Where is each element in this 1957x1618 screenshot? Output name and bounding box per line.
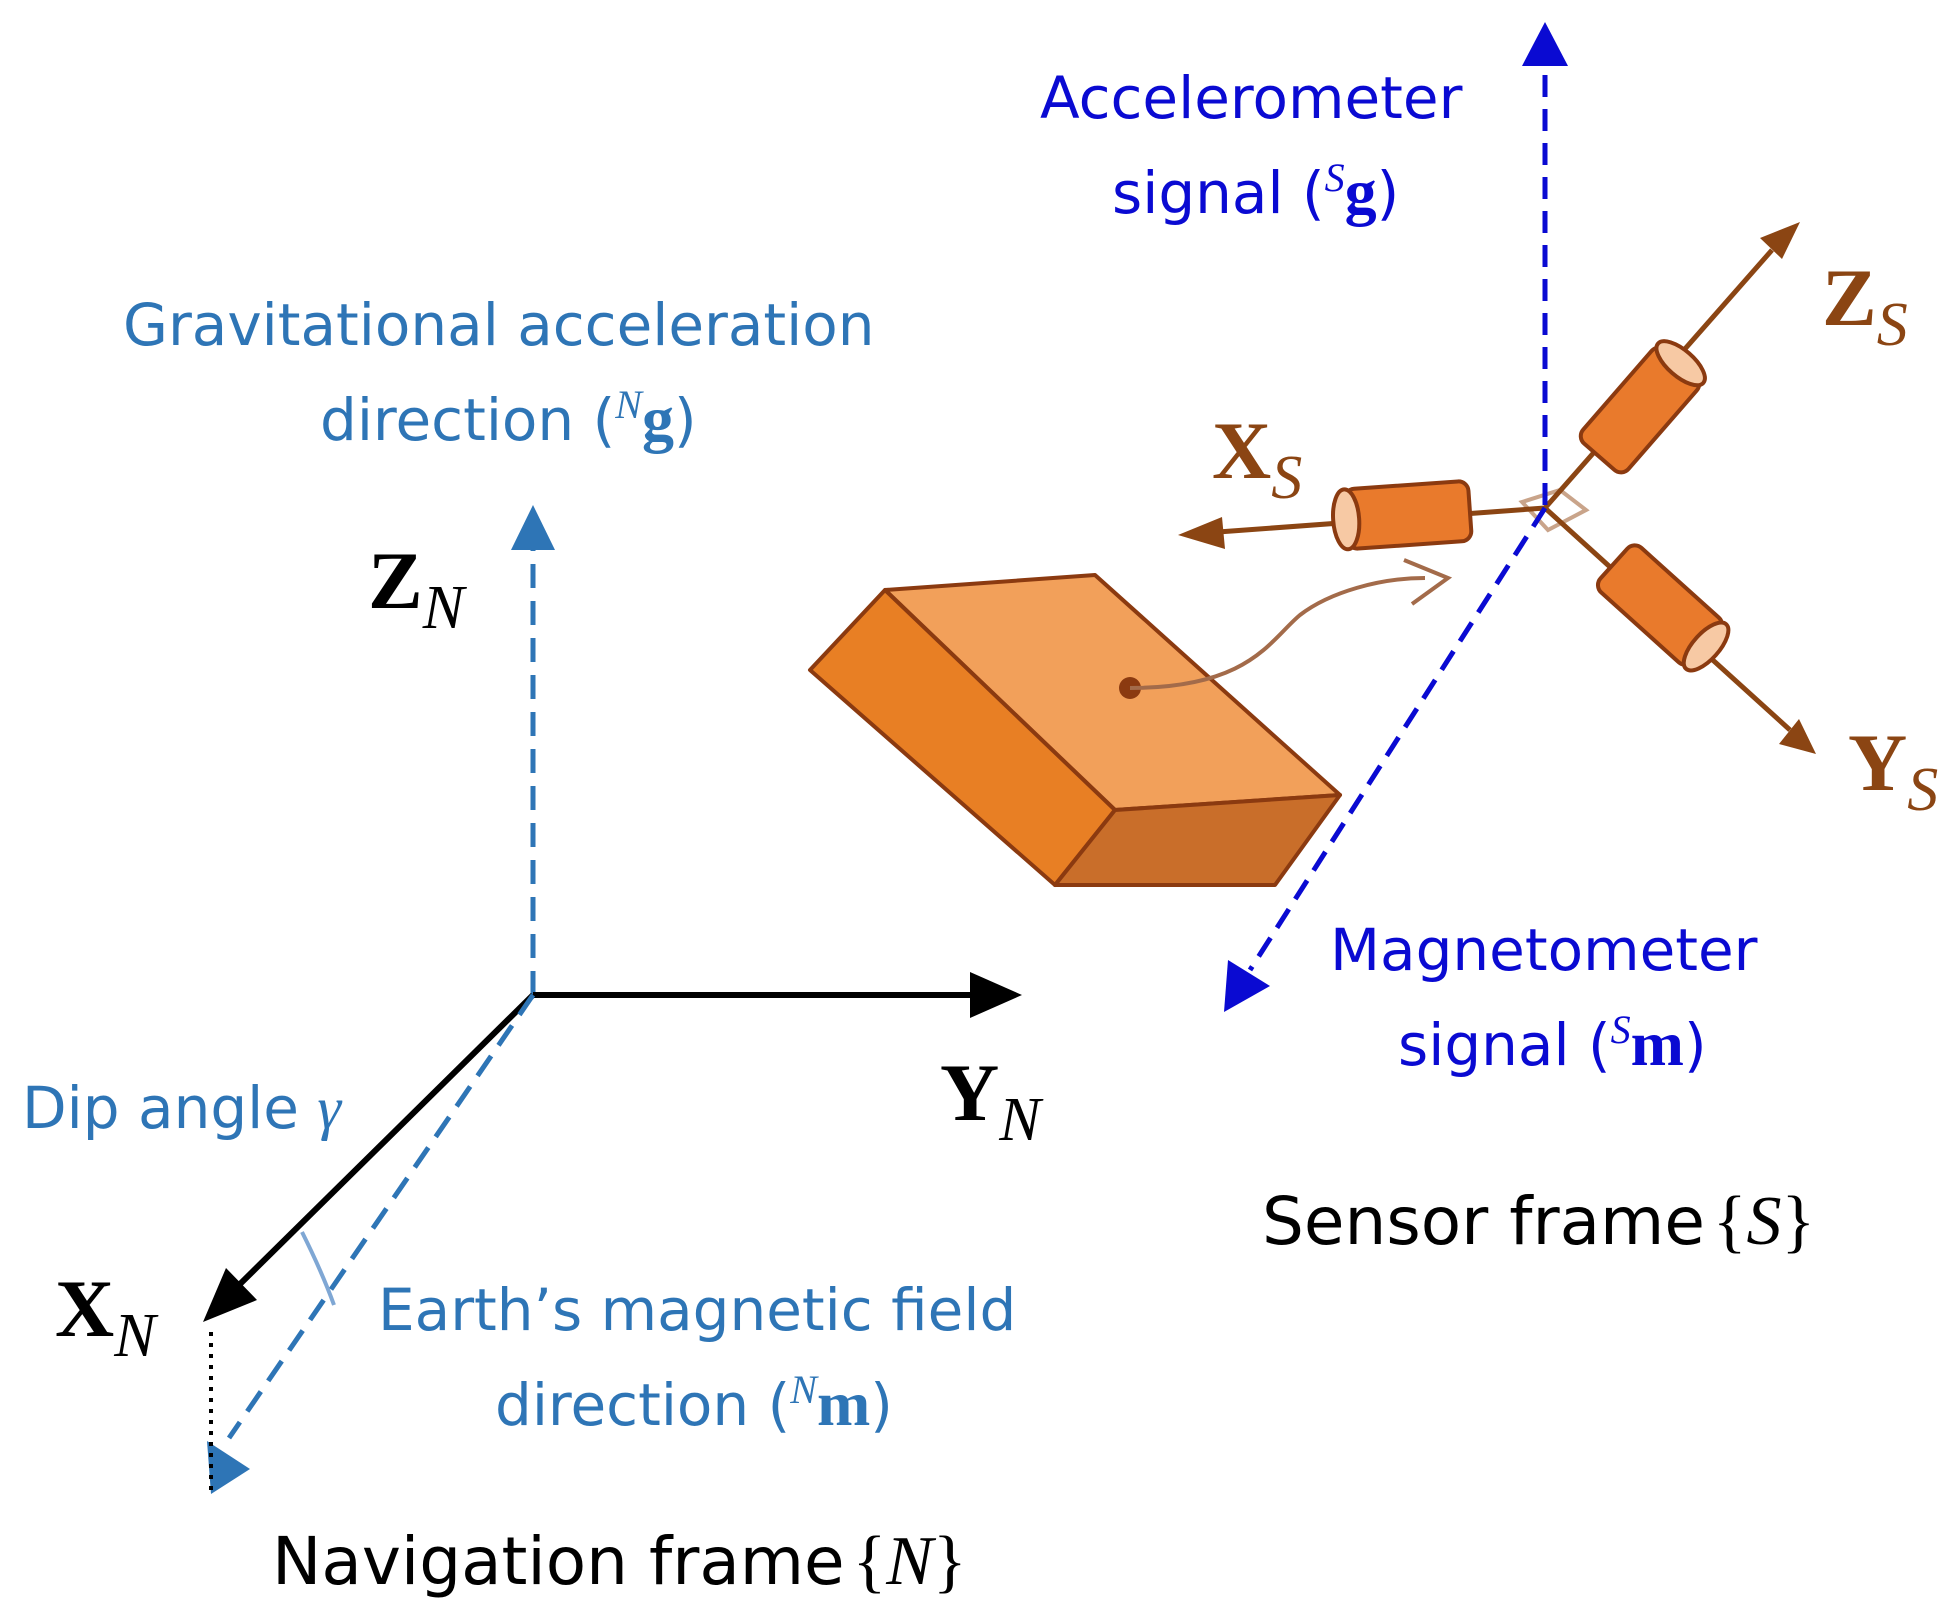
accel-label-line1: Accelerometer	[1040, 64, 1463, 132]
sensor-z-arrowhead	[1760, 222, 1800, 259]
nav-frame-label: Navigation frame{N}	[272, 1523, 967, 1600]
nav-gravity-arrowhead	[511, 505, 555, 550]
earth-field-label-line2: direction (Nm)	[495, 1367, 893, 1439]
y-coil	[1595, 543, 1731, 673]
accel-signal-arrowhead	[1522, 22, 1568, 66]
magneto-signal-arrowhead	[1224, 960, 1270, 1012]
gravity-label-line2: direction (Ng)	[320, 382, 697, 454]
gravity-label-line1: Gravitational acceleration	[123, 291, 875, 359]
navigation-frame	[203, 505, 1022, 1494]
sensor-x-arrowhead	[1178, 517, 1225, 549]
sensor-frame-label: Sensor frame{S}	[1262, 1183, 1815, 1260]
sensor-box	[808, 558, 1453, 887]
sensor-x-label: XS	[1212, 405, 1302, 512]
nav-x-arrowhead	[203, 1268, 257, 1322]
magneto-signal-line	[1247, 506, 1548, 972]
z-coil	[1578, 339, 1707, 475]
sensor-z-label: ZS	[1822, 252, 1908, 359]
magneto-label-line2: signal (Sm)	[1398, 1007, 1707, 1079]
nav-x-axis-line	[234, 992, 536, 1290]
sensor-y-arrowhead	[1779, 719, 1816, 754]
dip-angle-label: Dip angle γ	[22, 1074, 342, 1142]
nav-y-label: YN	[940, 1047, 1044, 1154]
earth-field-label-line1: Earth’s magnetic field	[378, 1276, 1016, 1344]
sensor-frame	[1178, 22, 1816, 1012]
x-coil	[1331, 479, 1474, 552]
earth-field-line	[226, 993, 536, 1440]
sensor-y-label: YS	[1848, 717, 1938, 824]
dip-angle-arc	[300, 1231, 336, 1306]
box-to-origin-arrowhead	[1403, 558, 1453, 606]
nav-z-label: ZN	[368, 535, 468, 642]
magneto-label-line1: Magnetometer	[1330, 916, 1758, 984]
earth-field-arrowhead	[207, 1441, 250, 1494]
box-to-origin-curve	[1129, 576, 1426, 690]
box-side-face	[1053, 793, 1342, 887]
nav-y-arrowhead	[970, 972, 1022, 1018]
nav-x-label: XN	[55, 1263, 159, 1370]
accel-label-line2: signal (Sg)	[1112, 155, 1399, 227]
